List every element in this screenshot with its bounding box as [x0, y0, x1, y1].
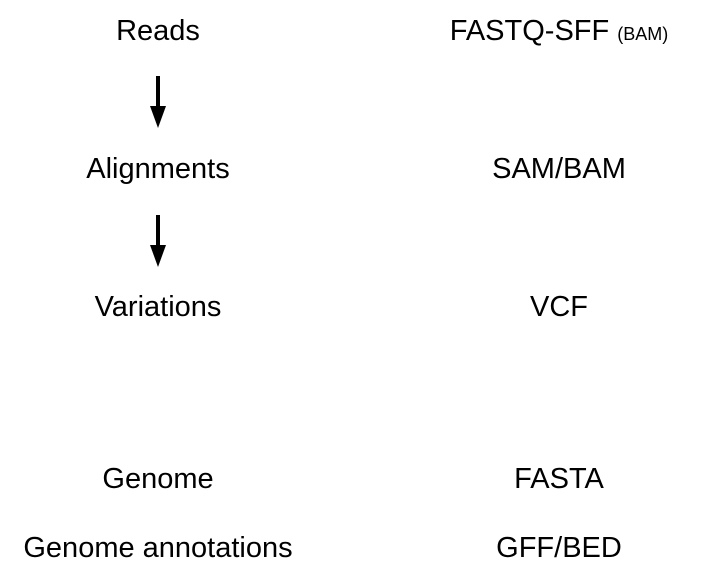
format-variations: VCF — [530, 291, 588, 323]
format-genome: FASTA — [514, 463, 604, 495]
stage-genome: Genome — [102, 463, 214, 495]
arrow-down-icon — [150, 76, 166, 128]
stage-genome-annotations: Genome annotations — [23, 532, 293, 564]
format-reads-main: FASTQ-SFF — [449, 15, 610, 47]
format-alignments: SAM/BAM — [492, 153, 626, 185]
format-genome-annotations: GFF/BED — [496, 532, 622, 564]
format-reads: FASTQ-SFF (BAM) — [450, 14, 669, 51]
stage-variations: Variations — [94, 291, 222, 323]
arrow-down-icon — [150, 215, 166, 267]
stage-alignments: Alignments — [86, 153, 230, 185]
format-reads-extra: (BAM) — [617, 24, 669, 44]
stage-reads: Reads — [116, 15, 200, 47]
